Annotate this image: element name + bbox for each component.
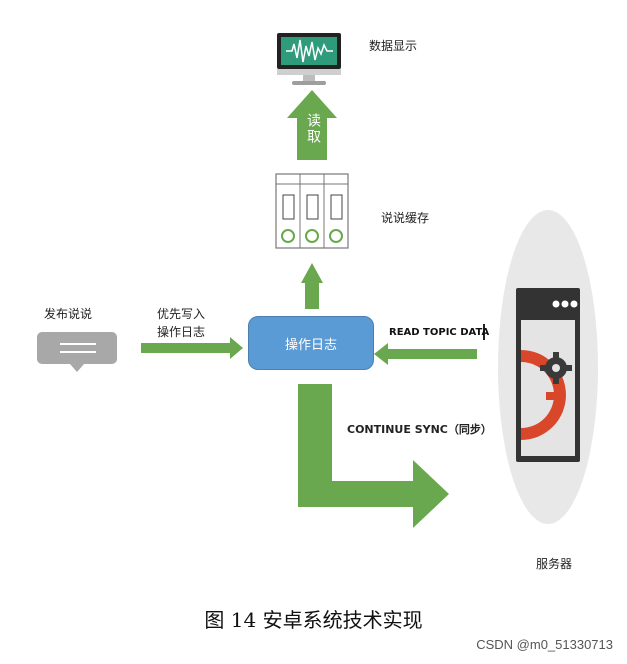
- write-log-arrow: [141, 337, 243, 359]
- server-label: 服务器: [536, 557, 573, 571]
- figure-caption: 图 14 安卓系统技术实现: [204, 608, 423, 632]
- read-arrow: [287, 90, 337, 160]
- log-to-cache-arrow: [301, 263, 323, 309]
- cache-label: 说说缓存: [381, 211, 430, 225]
- data-display-label: 数据显示: [369, 39, 418, 53]
- watermark: CSDN @m0_51330713: [476, 637, 613, 652]
- write-log-label-line1: 优先写入: [157, 307, 206, 321]
- text-cursor: [483, 324, 485, 340]
- monitor-icon: [277, 33, 341, 85]
- write-log-label-line2: 操作日志: [157, 325, 206, 339]
- read-topic-label: READ TOPIC DATA: [389, 327, 490, 338]
- server-icon: [498, 210, 598, 524]
- read-topic-arrow: [374, 343, 477, 365]
- op-log-box: 操作日志: [248, 316, 374, 370]
- cache-icon: [275, 173, 349, 249]
- publish-label: 发布说说: [44, 307, 93, 321]
- read-label: 读取: [305, 113, 321, 145]
- continue-sync-label: CONTINUE SYNC（同步）: [347, 423, 492, 436]
- chat-bubble-icon: [37, 332, 117, 372]
- continue-sync-arrow: [298, 384, 449, 528]
- small-gear-icon: [540, 352, 572, 384]
